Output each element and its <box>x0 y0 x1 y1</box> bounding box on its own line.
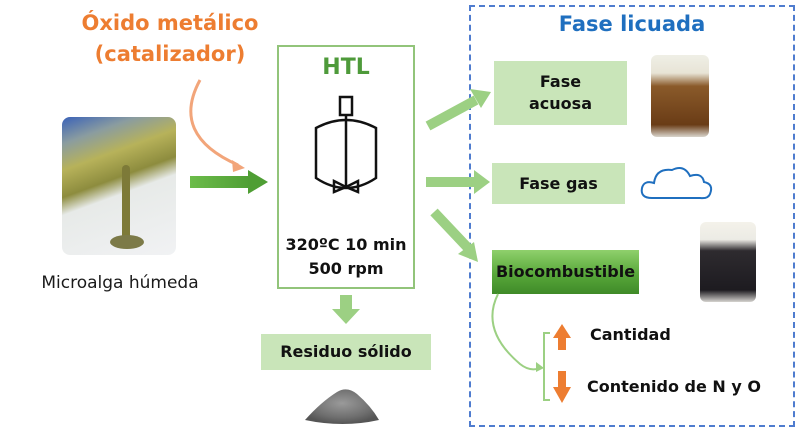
catalyst-arrow <box>189 79 245 172</box>
feed-arrow <box>190 170 268 194</box>
catalyst-line-2: (catalizador) <box>94 42 246 66</box>
liquid-phase-title: Fase licuada <box>558 12 706 36</box>
solid-residue-box: Residuo sólido <box>261 334 431 370</box>
arrow-down-icon <box>553 371 571 403</box>
biofuel-box: Biocombustible <box>492 250 639 294</box>
slurry-stream <box>122 165 130 245</box>
aqueous-phase-line-2: acuosa <box>529 94 592 113</box>
dark-oil-vial <box>700 222 756 302</box>
slurry-pool <box>110 235 144 249</box>
biofuel-effects-arrow <box>491 293 544 372</box>
brown-liquid-vial <box>651 55 709 137</box>
catalyst-label: Óxido metálico (catalizador) <box>70 8 270 70</box>
cloud-icon <box>640 167 713 200</box>
effect-quantity-label: Cantidad <box>590 325 671 344</box>
gas-phase-box: Fase gas <box>492 163 625 204</box>
feedstock-label: Microalga húmeda <box>41 273 199 293</box>
catalyst-line-1: Óxido metálico <box>81 11 259 35</box>
arrow-to-gas-phase <box>426 170 490 194</box>
htl-conditions-speed: 500 rpm <box>308 259 384 278</box>
effect-n-o-content-label: Contenido de N y O <box>587 377 761 396</box>
effects-bracket <box>543 332 550 401</box>
powder-pile <box>305 389 379 424</box>
aqueous-phase-line-1: Fase <box>539 72 582 91</box>
liquid-phase-frame <box>469 5 795 427</box>
arrow-up-icon <box>553 324 571 350</box>
arrow-to-solid-residue <box>332 295 360 324</box>
htl-reactor-box <box>277 45 415 289</box>
htl-conditions: 320ºC 10 min 500 rpm <box>277 233 415 281</box>
arrow-to-aqueous-phase <box>425 89 491 131</box>
microalgae-slurry-photo <box>62 117 176 255</box>
aqueous-phase-box: Fase acuosa <box>494 61 627 125</box>
arrow-to-biofuel <box>430 208 478 262</box>
htl-title: HTL <box>322 55 370 80</box>
stirred-reactor-icon <box>314 95 378 194</box>
htl-conditions-temp-time: 320ºC 10 min <box>285 235 407 254</box>
